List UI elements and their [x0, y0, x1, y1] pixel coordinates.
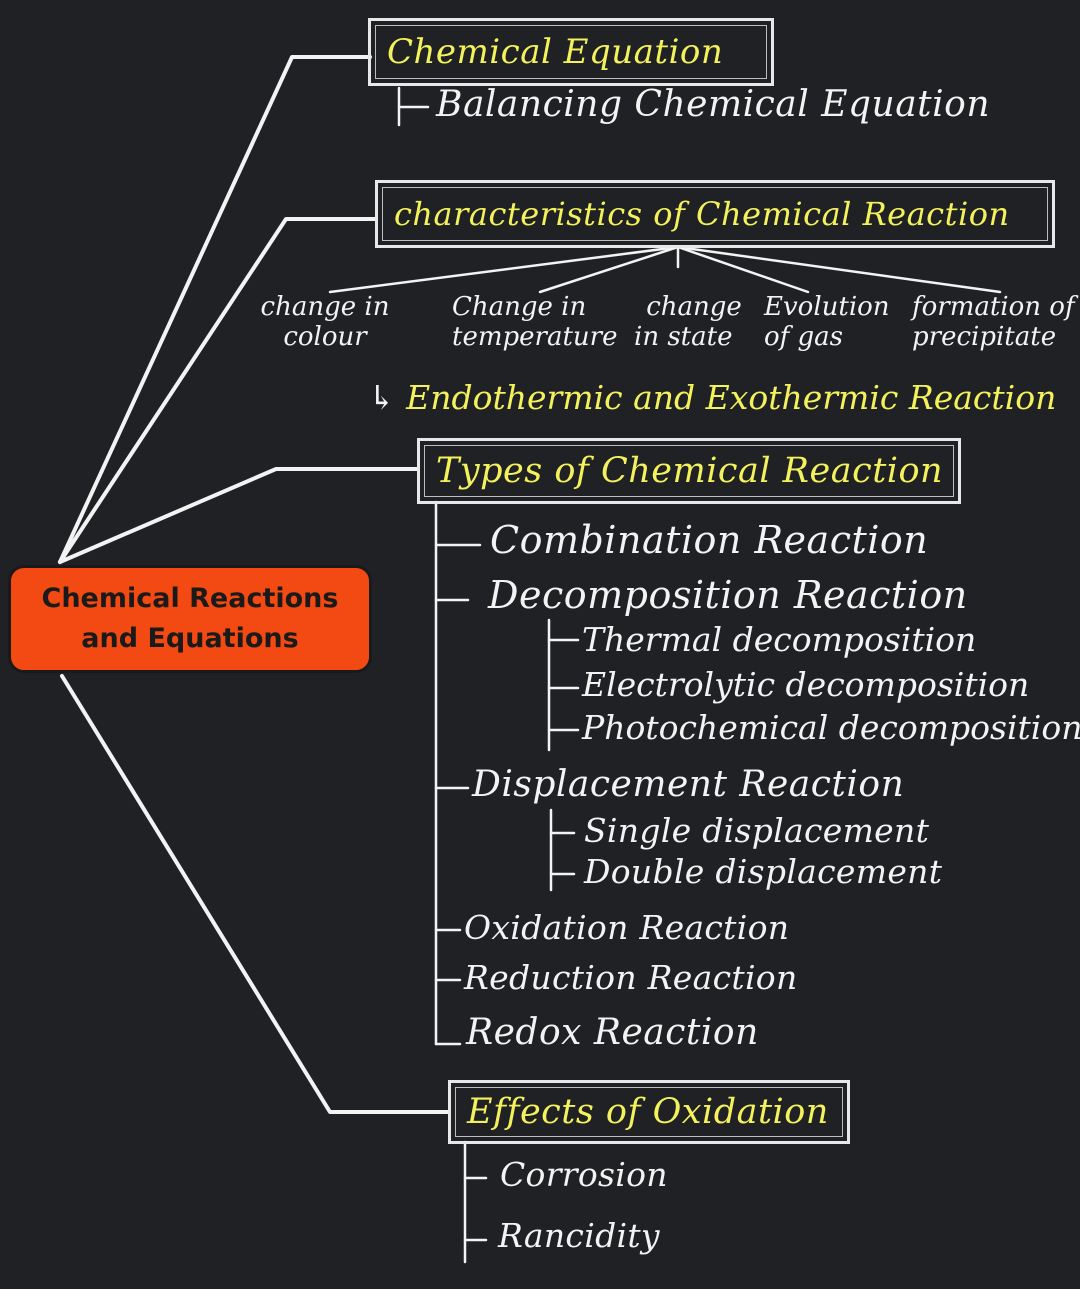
connector-effects — [60, 674, 450, 1114]
effects-box: Effects of Oxidation — [448, 1080, 850, 1144]
characteristic-line: of gas — [764, 322, 844, 352]
characteristics-title: characteristics of Chemical Reaction — [394, 195, 1010, 233]
characteristic-line: Evolution — [764, 292, 890, 322]
root-node: Chemical Reactions and Equations — [8, 565, 372, 673]
decomposition-reaction: Decomposition Reaction — [488, 573, 968, 617]
reduction-reaction: Reduction Reaction — [464, 958, 798, 997]
types-box: Types of Chemical Reaction — [417, 438, 961, 504]
characteristic-line: change in — [260, 292, 390, 322]
root-title-line: Chemical Reactions — [41, 583, 339, 614]
electrolytic-decomposition: Electrolytic decomposition — [582, 665, 1030, 704]
characteristic-line: Change in — [452, 292, 587, 322]
characteristic-evolution-of-gas: Evolution of gas — [764, 292, 890, 352]
characteristic-line: colour — [283, 322, 367, 352]
endothermic-exothermic-note: ↳ Endothermic and Exothermic Reaction — [368, 378, 1056, 417]
characteristic-change-in-state: change in state — [634, 292, 754, 352]
double-displacement: Double displacement — [584, 852, 943, 891]
characteristic-line: precipitate — [912, 322, 1057, 352]
effects-title: Effects of Oxidation — [467, 1092, 829, 1132]
connector-types — [58, 467, 420, 564]
photochemical-decomposition: Photochemical decomposition — [582, 708, 1080, 747]
characteristic-line: in state — [634, 322, 733, 352]
rancidity: Rancidity — [498, 1216, 660, 1255]
endothermic-exothermic-text: Endothermic and Exothermic Reaction — [406, 378, 1057, 417]
combination-reaction: Combination Reaction — [490, 518, 929, 562]
root-title-line: and Equations — [81, 623, 299, 654]
single-displacement: Single displacement — [584, 811, 930, 850]
oxidation-reaction: Oxidation Reaction — [464, 908, 790, 947]
characteristic-change-in-temperature: Change in temperature — [452, 292, 622, 352]
connector-characteristics — [58, 217, 378, 564]
corrosion: Corrosion — [500, 1155, 668, 1194]
connector-chemical-equation — [58, 55, 372, 564]
displacement-reaction: Displacement Reaction — [472, 764, 905, 805]
characteristic-formation-of-precipitate: formation of precipitate — [912, 292, 1077, 352]
types-title: Types of Chemical Reaction — [436, 451, 944, 491]
characteristic-line: formation of — [912, 292, 1075, 322]
characteristics-box: characteristics of Chemical Reaction — [375, 180, 1055, 248]
characteristic-line: temperature — [452, 322, 618, 352]
chemical-equation-box: Chemical Equation — [368, 18, 774, 86]
characteristic-line: change — [646, 292, 742, 322]
balancing-chemical-equation: Balancing Chemical Equation — [436, 84, 991, 125]
hook-arrow-icon: ↳ — [368, 378, 396, 417]
thermal-decomposition: Thermal decomposition — [582, 620, 977, 659]
chemical-equation-title: Chemical Equation — [387, 32, 724, 72]
redox-reaction: Redox Reaction — [466, 1012, 759, 1053]
characteristic-change-in-colour: change in colour — [250, 292, 400, 352]
